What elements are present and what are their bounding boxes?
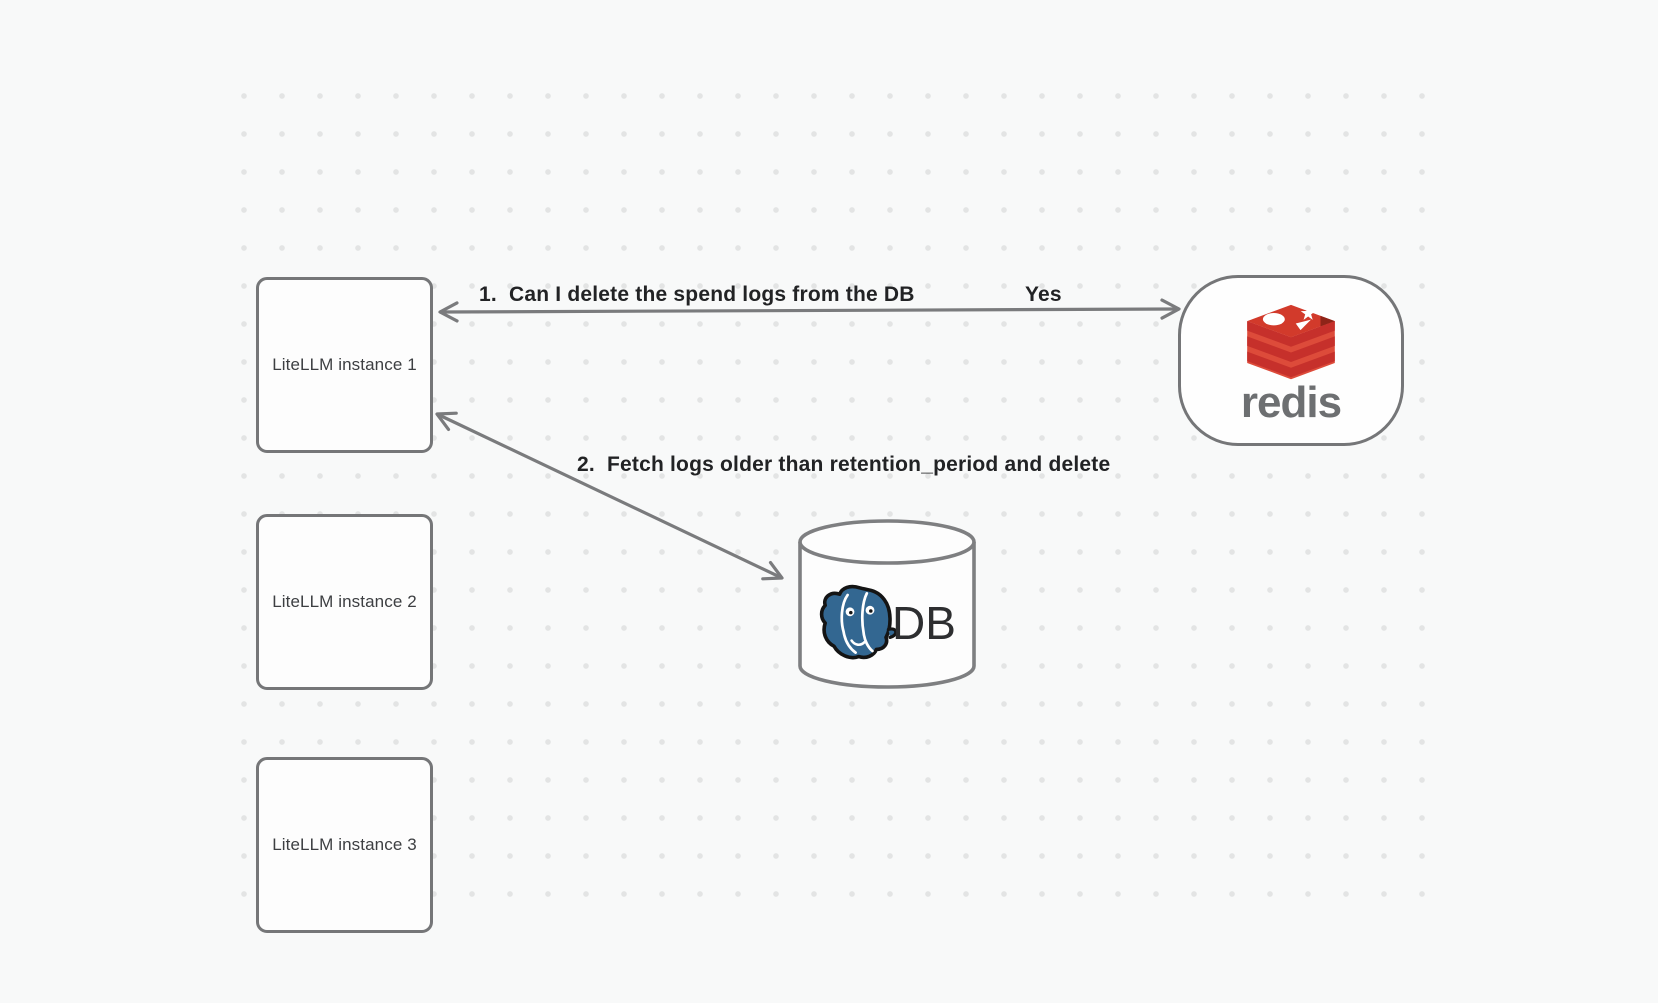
edge1-label: 1. Can I delete the spend logs from the … (479, 283, 915, 306)
litellm-instance-1-node[interactable]: LiteLLM instance 1 (256, 277, 433, 453)
litellm-instance-1-label: LiteLLM instance 1 (272, 355, 417, 374)
litellm-instance-3-node[interactable]: LiteLLM instance 3 (256, 757, 433, 933)
litellm-instance-3-label: LiteLLM instance 3 (272, 835, 417, 854)
arrow-instance1-redis[interactable] (438, 298, 1181, 323)
litellm-instance-2-label: LiteLLM instance 2 (272, 592, 417, 611)
litellm-instance-2-node[interactable]: LiteLLM instance 2 (256, 514, 433, 690)
database-node[interactable]: DB (794, 518, 980, 692)
arrow-instance1-db[interactable] (435, 411, 784, 581)
redis-node[interactable]: redis (1178, 275, 1404, 446)
db-label: DB (892, 597, 956, 649)
redis-logo-icon (1247, 304, 1335, 379)
postgresql-icon (819, 584, 898, 660)
redis-wordmark: redis (1240, 377, 1342, 427)
edge1-response-label: Yes (1025, 283, 1062, 306)
edge2-label: 2. Fetch logs older than retention_perio… (577, 453, 1111, 476)
